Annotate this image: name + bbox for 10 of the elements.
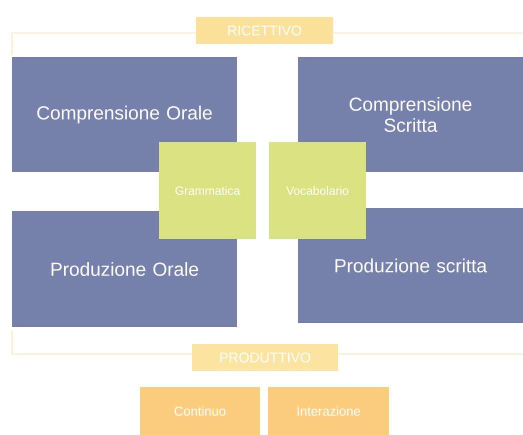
component-box: Vocabolario bbox=[269, 142, 366, 239]
skill-box: Comprensione Orale bbox=[12, 57, 237, 172]
component-box: Grammatica bbox=[159, 142, 256, 239]
skill-box: Produzione Orale bbox=[12, 210, 237, 327]
skill-box: Produzione scritta bbox=[298, 208, 523, 323]
skill-box: Comprensione Scritta bbox=[298, 57, 523, 172]
heading-tab: RICETTIVO bbox=[196, 17, 333, 44]
mode-box: Interazione bbox=[268, 386, 389, 435]
heading-tab: PRODUTTIVO bbox=[192, 344, 338, 371]
mode-box: Continuo bbox=[140, 386, 260, 435]
